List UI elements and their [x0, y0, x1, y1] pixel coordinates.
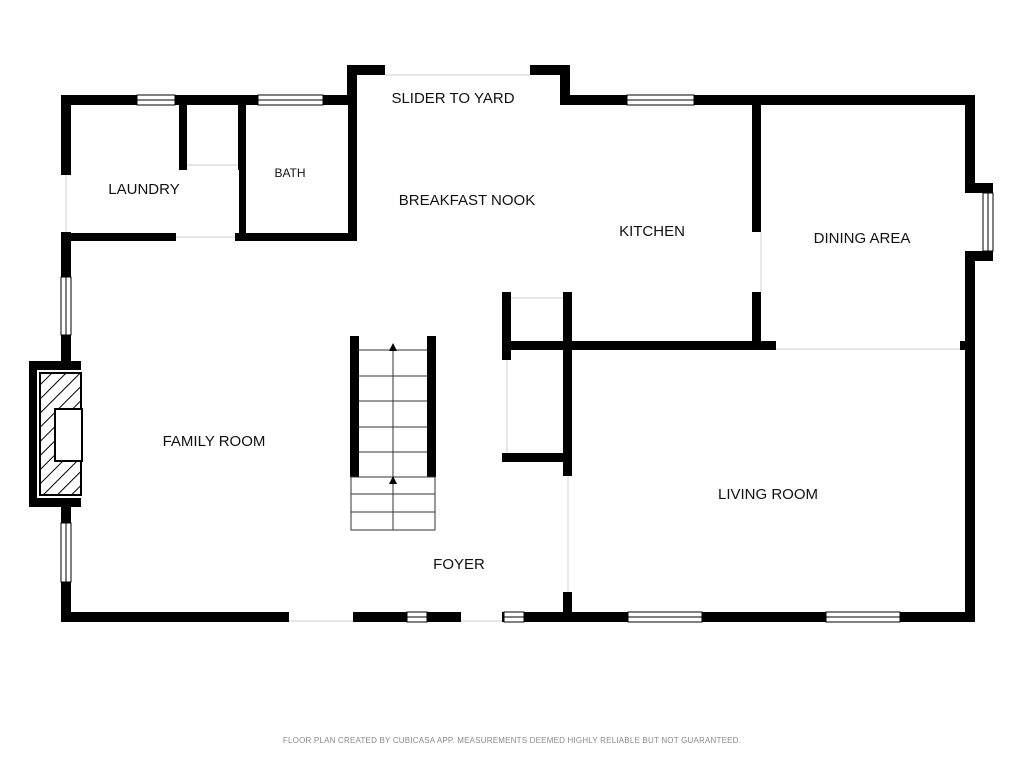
label-kitchen: KITCHEN — [619, 223, 685, 240]
wall-pantry-right — [563, 292, 572, 350]
wall-right-upper — [965, 95, 975, 192]
label-laundry: LAUNDRY — [108, 181, 179, 198]
wall-dining-stub — [960, 341, 970, 350]
wall-slider-right-cap — [530, 65, 570, 75]
wall-top-right — [560, 95, 975, 105]
wall-left-2 — [61, 232, 71, 277]
window-foyer-right — [503, 611, 525, 623]
wall-closet-foyer-right — [563, 341, 572, 476]
wall-living-left-bottom — [563, 592, 572, 622]
wall-stair-left — [350, 336, 359, 477]
wall-stair-right — [427, 336, 436, 477]
wall-pantry-left — [502, 292, 511, 350]
window-dining-bay — [982, 192, 994, 252]
wall-right-bay-top — [965, 183, 993, 193]
window-kitchen-top — [626, 94, 695, 106]
wall-bottom-3 — [502, 612, 975, 622]
window-living-2 — [825, 611, 901, 623]
openings — [65, 74, 960, 622]
window-living-1 — [627, 611, 703, 623]
wall-closet-right — [238, 95, 246, 170]
wall-left-5 — [61, 582, 71, 622]
window-laundry-top — [136, 94, 176, 106]
stair-arrow-icon — [389, 476, 397, 484]
wall-left-3 — [61, 335, 71, 365]
wall-kitchen-dining-lower — [752, 292, 761, 348]
wall-bath-right — [348, 95, 357, 241]
interior-walls — [71, 95, 970, 622]
label-bath: BATH — [274, 166, 305, 180]
fireplace-icon — [29, 361, 83, 507]
wall-right-lower — [965, 251, 975, 622]
wall-closet-foyer-bottom — [502, 453, 572, 462]
window-family-left-upper — [60, 276, 72, 336]
wall-bath-left-lower — [239, 170, 246, 237]
windows — [60, 94, 994, 623]
window-bath-top — [257, 94, 324, 106]
stair-arrow-icon — [389, 343, 397, 351]
wall-bath-bottom — [235, 233, 357, 241]
wall-slider-left-cap — [347, 65, 385, 75]
wall-right-bay-bottom — [965, 251, 993, 261]
wall-top-left — [61, 95, 356, 105]
wall-laundry-bottom — [71, 233, 176, 241]
wall-kitchen-bottom — [502, 341, 776, 350]
wall-left-1 — [61, 95, 71, 175]
wall-slider-left-post — [347, 65, 357, 105]
label-dining-area: DINING AREA — [814, 230, 911, 247]
disclaimer-text: FLOOR PLAN CREATED BY CUBICASA APP. MEAS… — [282, 736, 742, 745]
staircase — [350, 343, 436, 531]
wall-left-4 — [61, 497, 71, 523]
label-slider: SLIDER TO YARD — [391, 90, 514, 107]
wall-kitchen-dining-upper — [752, 100, 761, 232]
label-foyer: FOYER — [433, 556, 485, 573]
label-breakfast-nook: BREAKFAST NOOK — [399, 192, 535, 209]
wall-bottom-1 — [61, 612, 289, 622]
wall-slider-right-post — [560, 65, 570, 105]
wall-closet-left — [179, 95, 187, 170]
room-labels: SLIDER TO YARD LAUNDRY BATH BREAKFAST NO… — [108, 90, 910, 573]
window-family-left-lower — [60, 522, 72, 583]
label-living-room: LIVING ROOM — [718, 486, 818, 503]
window-foyer-left — [406, 611, 428, 623]
label-family-room: FAMILY ROOM — [163, 433, 266, 450]
wall-closet-foyer-left — [502, 350, 511, 360]
